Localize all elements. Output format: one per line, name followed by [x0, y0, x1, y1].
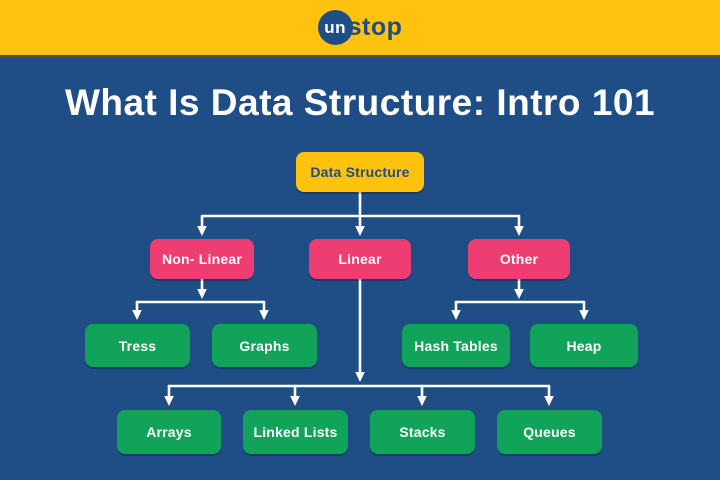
node-other: Other: [468, 239, 570, 279]
node-heap: Heap: [530, 324, 638, 367]
node-queues: Queues: [497, 410, 602, 454]
node-non-linear: Non- Linear: [150, 239, 254, 279]
node-stacks: Stacks: [370, 410, 475, 454]
node-linked-lists: Linked Lists: [243, 410, 348, 454]
node-linear: Linear: [309, 239, 411, 279]
other-children-connector: [451, 277, 589, 320]
node-hash-tables: Hash Tables: [402, 324, 510, 367]
node-data-structure: Data Structure: [296, 152, 424, 192]
root-to-level2-connector: [197, 190, 524, 236]
nonlinear-children-connector: [132, 277, 269, 320]
unstop-logo: un stop: [317, 10, 403, 45]
node-tress: Tress: [85, 324, 190, 367]
unstop-logo-circle-icon: un: [317, 10, 353, 45]
unstop-logo-text: stop: [347, 13, 403, 41]
page-title: What Is Data Structure: Intro 101: [64, 82, 656, 123]
node-graphs: Graphs: [212, 324, 317, 367]
node-arrays: Arrays: [117, 410, 221, 454]
header-bar: un stop: [0, 0, 720, 58]
